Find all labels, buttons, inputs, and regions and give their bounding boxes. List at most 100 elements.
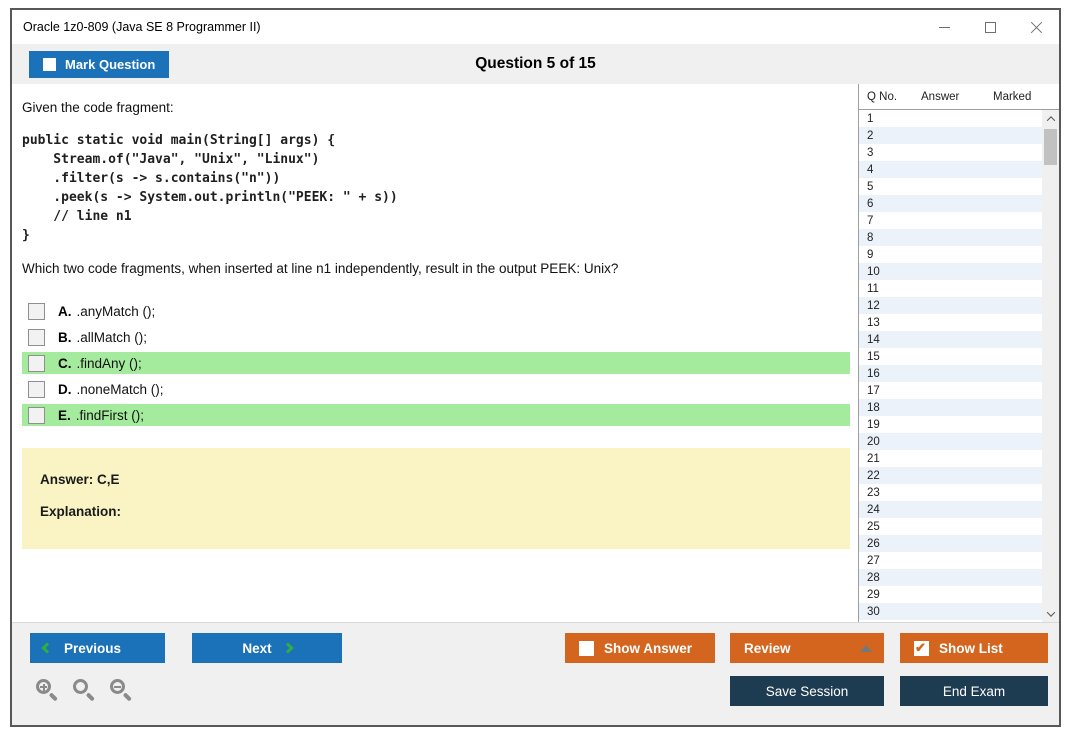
- question-prompt-text: Which two code fragments, when inserted …: [22, 261, 619, 276]
- option-text: .findFirst ();: [75, 407, 145, 423]
- previous-button[interactable]: Previous: [30, 633, 165, 663]
- question-list-row[interactable]: 10: [859, 263, 1042, 280]
- question-list-row[interactable]: 27: [859, 552, 1042, 569]
- question-list-row[interactable]: 20: [859, 433, 1042, 450]
- question-list-row[interactable]: 4: [859, 161, 1042, 178]
- question-counter: Question 5 of 15: [475, 55, 596, 72]
- question-list-row[interactable]: 24: [859, 501, 1042, 518]
- option-letter: A.: [58, 303, 72, 319]
- option-checkbox[interactable]: [28, 406, 45, 424]
- close-icon: [1030, 21, 1043, 34]
- question-list-row[interactable]: 14: [859, 331, 1042, 348]
- question-list-row[interactable]: 3: [859, 144, 1042, 161]
- chevron-right-icon: [281, 642, 294, 654]
- question-number: 16: [867, 367, 880, 380]
- question-number: 5: [867, 180, 874, 193]
- chevron-left-icon: [41, 642, 53, 654]
- answer-option-a[interactable]: A..anyMatch ();: [22, 300, 850, 322]
- answer-option-c[interactable]: C..findAny ();: [22, 352, 850, 374]
- mark-question-button[interactable]: Mark Question: [29, 50, 170, 78]
- question-list-row[interactable]: 17: [859, 382, 1042, 399]
- scrollbar-thumb[interactable]: [1044, 129, 1057, 165]
- zoom-icon[interactable]: [73, 679, 99, 705]
- question-list-row[interactable]: 11: [859, 280, 1042, 297]
- option-letter: E.: [58, 407, 71, 423]
- show-answer-button[interactable]: Show Answer: [565, 633, 715, 663]
- show-answer-checkbox-icon: [579, 640, 594, 656]
- show-list-button[interactable]: Show List: [900, 633, 1048, 663]
- option-checkbox[interactable]: [28, 380, 45, 398]
- next-button[interactable]: Next: [192, 633, 342, 663]
- question-number: 26: [867, 537, 880, 550]
- question-list-row[interactable]: 28: [859, 569, 1042, 586]
- question-list-row[interactable]: 7: [859, 212, 1042, 229]
- title-bar: Oracle 1z0-809 (Java SE 8 Programmer II): [12, 10, 1059, 44]
- option-checkbox[interactable]: [28, 328, 45, 346]
- question-panel: Given the code fragment: public static v…: [12, 84, 858, 622]
- sidebar-scrollbar[interactable]: [1042, 110, 1059, 622]
- answer-option-e[interactable]: E..findFirst ();: [22, 404, 850, 426]
- question-list-row[interactable]: 21: [859, 450, 1042, 467]
- option-checkbox[interactable]: [28, 354, 45, 372]
- question-header-band: Mark Question Question 5 of 15: [12, 44, 1059, 84]
- question-list-row[interactable]: 25: [859, 518, 1042, 535]
- question-number: 25: [867, 520, 880, 533]
- mark-question-label: Mark Question: [65, 56, 156, 72]
- scroll-down-arrow-icon[interactable]: [1042, 605, 1059, 622]
- question-list-row[interactable]: 6: [859, 195, 1042, 212]
- body-area: Given the code fragment: public static v…: [12, 84, 1059, 622]
- maximize-button[interactable]: [967, 10, 1013, 44]
- question-list-header: Q No. Answer Marked: [859, 84, 1059, 110]
- column-header-answer: Answer: [921, 90, 960, 103]
- zoom-in-icon[interactable]: [36, 679, 62, 705]
- question-list-row[interactable]: 2: [859, 127, 1042, 144]
- minimize-button[interactable]: [921, 10, 967, 44]
- question-list-row[interactable]: 13: [859, 314, 1042, 331]
- review-dropdown-button[interactable]: Review: [730, 633, 884, 663]
- question-list-row[interactable]: 18: [859, 399, 1042, 416]
- save-session-button[interactable]: Save Session: [730, 676, 884, 706]
- question-list-row[interactable]: 5: [859, 178, 1042, 195]
- question-number: 2: [867, 129, 874, 142]
- question-number: 9: [867, 248, 874, 261]
- question-number: 3: [867, 146, 874, 159]
- end-exam-button[interactable]: End Exam: [900, 676, 1048, 706]
- code-block: public static void main(String[] args) {…: [22, 133, 398, 243]
- option-text: .noneMatch ();: [76, 381, 164, 397]
- question-number: 12: [867, 299, 880, 312]
- column-header-qno: Q No.: [867, 90, 898, 103]
- option-letter: D.: [58, 381, 72, 397]
- scroll-up-arrow-icon[interactable]: [1042, 110, 1059, 127]
- zoom-toolbar: [36, 679, 136, 705]
- question-number: 14: [867, 333, 880, 346]
- question-number: 21: [867, 452, 880, 465]
- question-list-row[interactable]: 23: [859, 484, 1042, 501]
- question-number: 13: [867, 316, 880, 329]
- close-button[interactable]: [1013, 10, 1059, 44]
- answer-option-d[interactable]: D..noneMatch ();: [22, 378, 850, 400]
- question-number: 15: [867, 350, 880, 363]
- question-list-row[interactable]: 15: [859, 348, 1042, 365]
- question-list-row[interactable]: 29: [859, 586, 1042, 603]
- question-number: 22: [867, 469, 880, 482]
- question-list-row[interactable]: 30: [859, 603, 1042, 620]
- question-list-row[interactable]: 19: [859, 416, 1042, 433]
- zoom-out-icon[interactable]: [110, 679, 136, 705]
- question-number: 27: [867, 554, 880, 567]
- question-list-row[interactable]: 26: [859, 535, 1042, 552]
- answer-option-b[interactable]: B..allMatch ();: [22, 326, 850, 348]
- option-checkbox[interactable]: [28, 302, 45, 320]
- option-letter: C.: [58, 355, 72, 371]
- question-list-row[interactable]: 8: [859, 229, 1042, 246]
- question-list-row[interactable]: 16: [859, 365, 1042, 382]
- question-list-row[interactable]: 1: [859, 110, 1042, 127]
- question-list-row[interactable]: 22: [859, 467, 1042, 484]
- question-list-row[interactable]: 9: [859, 246, 1042, 263]
- question-number: 1: [867, 112, 874, 125]
- question-list-row[interactable]: 12: [859, 297, 1042, 314]
- question-number: 29: [867, 588, 880, 601]
- question-number: 10: [867, 265, 880, 278]
- question-number: 11: [867, 282, 879, 295]
